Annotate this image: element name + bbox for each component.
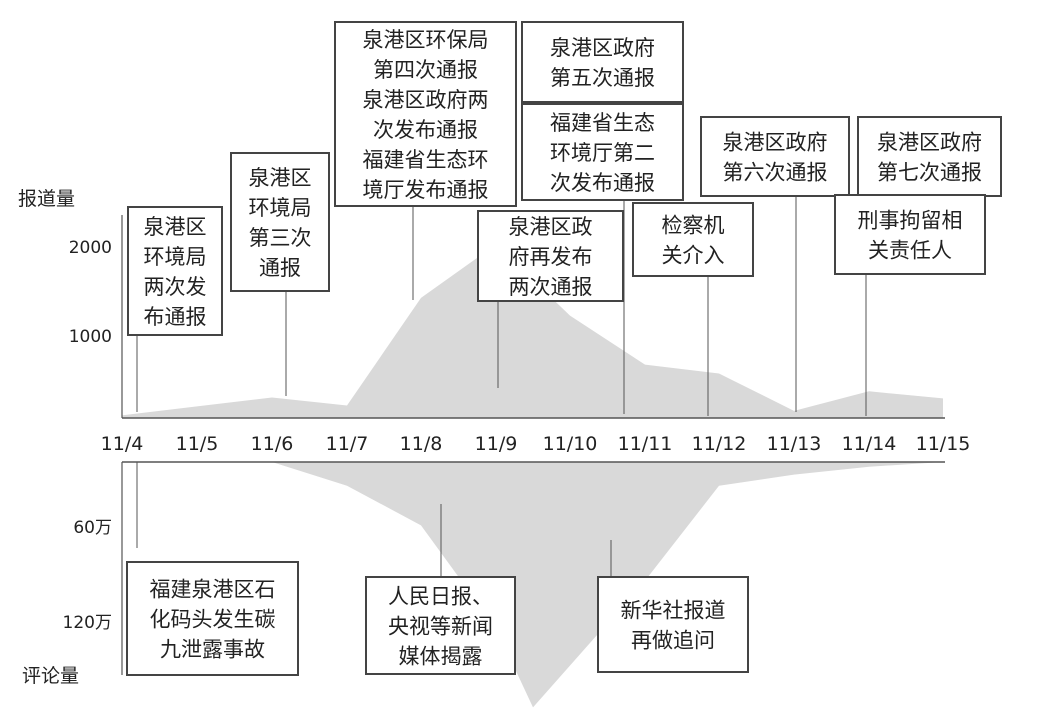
bottom-annotation-text: 再做追问 [631,629,715,653]
top-annotation-text: 环境局 [144,245,207,269]
x-tick-label: 11/15 [916,433,971,455]
top-annotation-box [632,202,754,277]
top-annotation-text: 泉港区环保局 [363,28,489,52]
top-annotation-text: 刑事拘留相 [858,209,963,233]
x-tick-label: 11/6 [251,433,294,455]
x-tick-label: 11/5 [176,433,219,455]
top-annotation-text: 环境厅第二 [550,141,655,165]
lower-y-tick-label: 60万 [73,518,112,538]
top-annotation-box [857,116,1002,197]
top-annotation-text: 泉港区政府 [723,131,828,155]
top-annotation-text: 福建省生态 [550,111,655,135]
top-annotation-text: 第五次通报 [550,66,655,90]
top-annotation-box [700,116,850,197]
bottom-annotation-text: 央视等新闻 [388,615,493,639]
top-annotation-text: 两次发 [144,275,207,299]
top-annotation-text: 两次通报 [509,275,593,299]
top-annotation-text: 泉港区政 [509,215,593,239]
bottom-annotation-box [365,576,516,675]
top-annotation-text: 福建省生态环 [363,148,489,172]
top-annotation-text: 泉港区政府 [550,36,655,60]
top-annotation-text: 境厅发布通报 [363,178,489,202]
top-annotation-text: 泉港区政府 [877,131,982,155]
bottom-annotation-text: 人民日报、 [388,585,493,609]
top-annotation-box [477,210,624,302]
top-annotation-text: 泉港区 [249,166,312,190]
top-annotation-text: 次发布通报 [373,118,478,142]
bottom-annotation-text: 福建泉港区石 [150,578,276,602]
x-tick-label: 11/10 [543,433,598,455]
upper-y-axis-label: 报道量 [18,188,75,210]
top-annotation-text: 泉港区 [144,215,207,239]
bottom-annotation-box [597,576,749,673]
top-annotation-text: 通报 [259,256,301,280]
lower-y-tick-label: 120万 [63,613,112,633]
x-tick-label: 11/12 [692,433,747,455]
upper-y-tick-label: 2000 [69,238,112,258]
top-annotation-text: 第七次通报 [877,161,982,185]
top-annotation-box [521,21,684,103]
top-annotation-box [127,206,223,336]
x-tick-label: 11/7 [326,433,369,455]
lower-y-axis-label: 评论量 [22,665,79,687]
top-annotation-text: 第六次通报 [723,161,828,185]
top-annotation-text: 布通报 [144,305,207,329]
bottom-annotation-text: 九泄露事故 [160,638,265,662]
top-annotation-box [334,21,517,207]
x-tick-label: 11/13 [767,433,822,455]
bottom-annotation-text: 新华社报道 [621,599,726,623]
x-tick-label: 11/11 [618,433,673,455]
top-annotation-box [521,103,684,201]
upper-area-series [122,244,943,418]
bottom-annotation-text: 化码头发生碳 [150,608,276,632]
lower-area-series [122,462,943,708]
top-annotation-text: 第四次通报 [373,58,478,82]
top-annotation-text: 关介入 [662,244,725,268]
top-annotation-text: 第三次 [249,226,312,250]
bottom-annotation-box [126,561,299,676]
top-annotation-text: 关责任人 [868,239,952,263]
top-annotation-text: 府再发布 [509,245,593,269]
x-tick-label: 11/4 [101,433,144,455]
top-annotation-text: 检察机 [662,214,725,238]
upper-y-tick-label: 1000 [69,327,112,347]
x-tick-label: 11/14 [842,433,897,455]
bottom-annotation-text: 媒体揭露 [399,645,483,669]
top-annotation-box [834,194,986,275]
x-tick-label: 11/9 [475,433,518,455]
x-tick-label: 11/8 [400,433,443,455]
top-annotation-text: 环境局 [249,196,312,220]
top-annotation-box [230,152,330,292]
top-annotation-text: 次发布通报 [550,171,655,195]
top-annotation-text: 泉港区政府两 [363,88,489,112]
